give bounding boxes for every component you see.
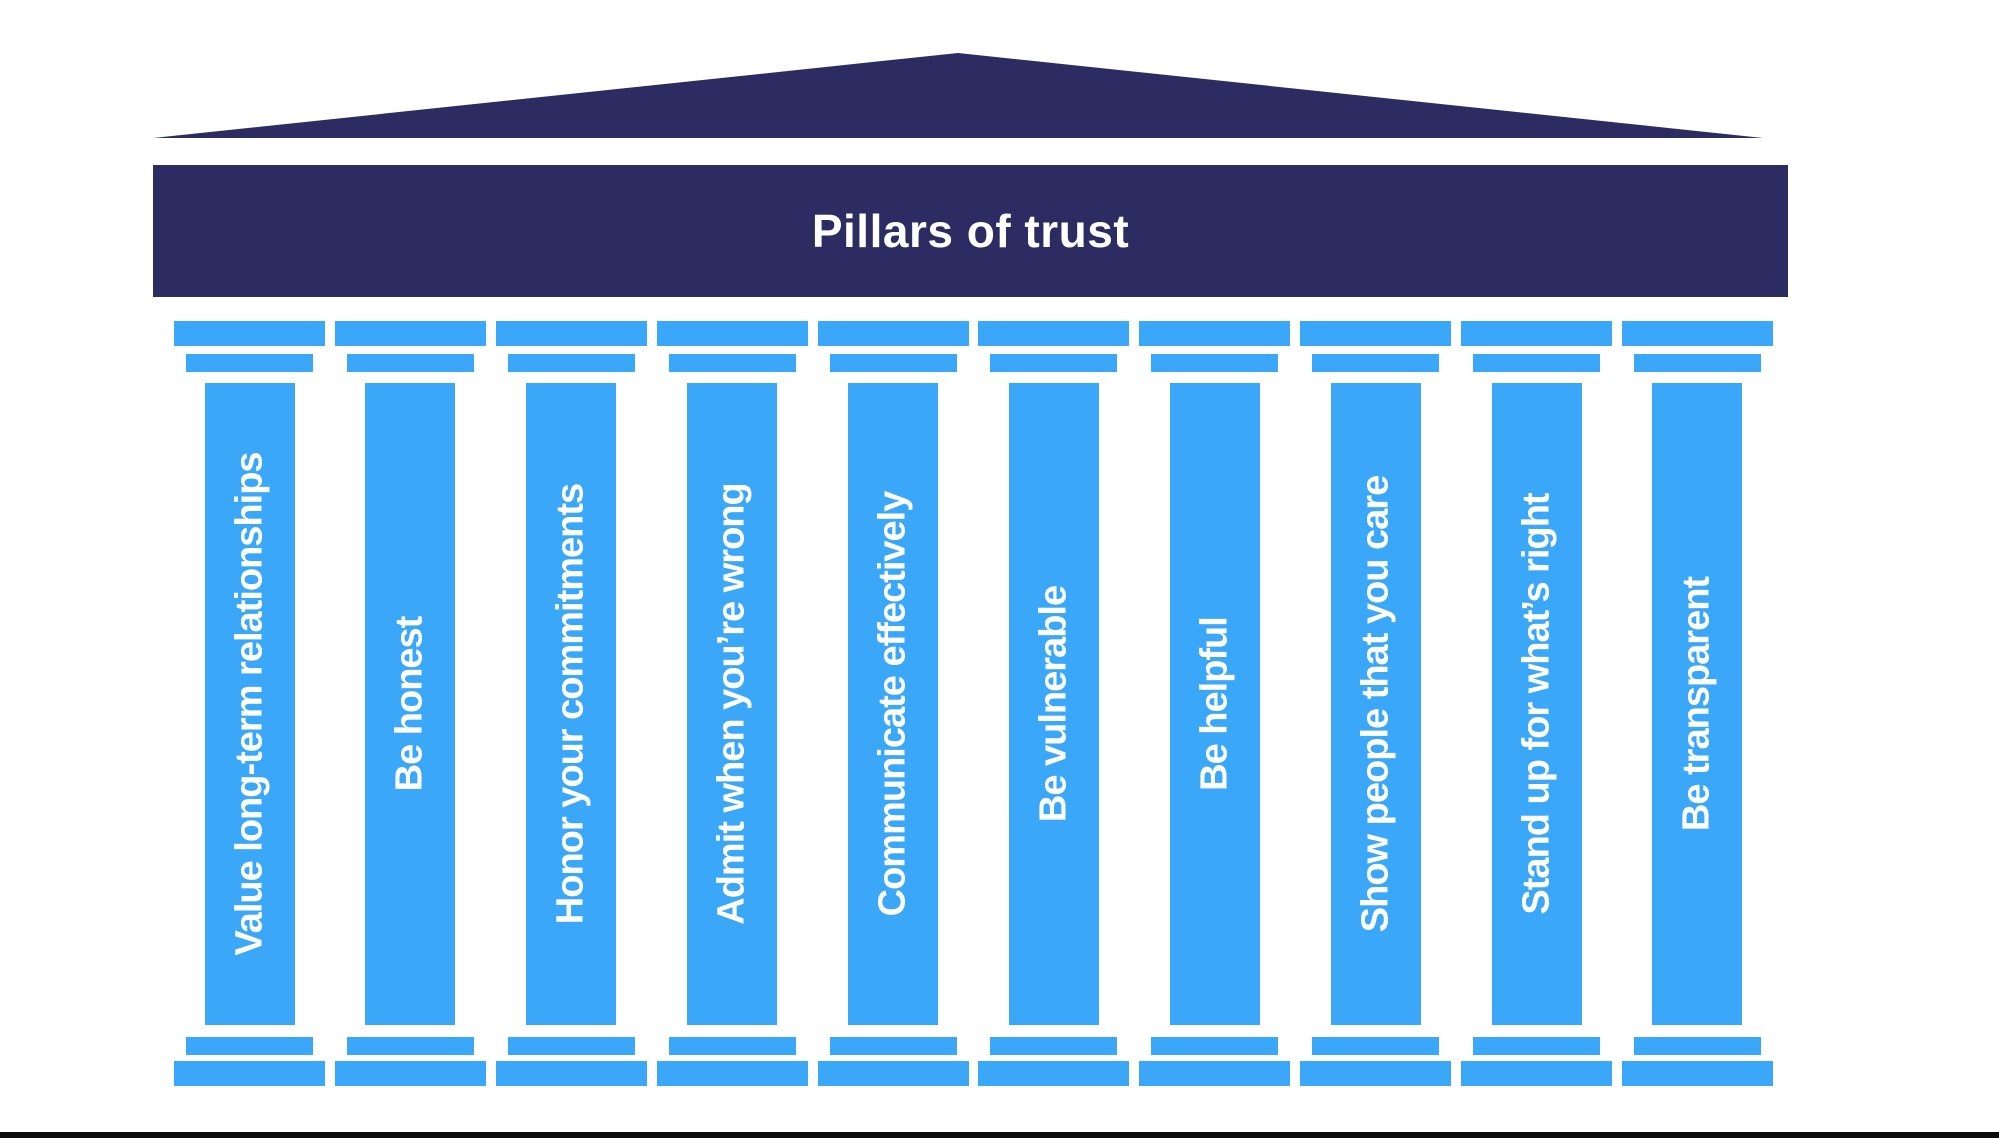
pillar-capital-top (1461, 321, 1612, 346)
pillar-label: Be honest (388, 616, 431, 792)
pillar-10: Be transparent (1621, 321, 1773, 1086)
pediment-roof (153, 53, 1763, 138)
pillar-4: Admit when you’re wrong (656, 321, 808, 1086)
pillar-capital-lower (1473, 354, 1600, 372)
pillar-capital-top (1300, 321, 1452, 346)
pillar-label: Show people that you care (1354, 475, 1397, 933)
pillar-capital-lower (1151, 354, 1279, 372)
entablature-title-band: Pillars of trust (153, 165, 1788, 297)
pillar-8: Show people that you care (1300, 321, 1452, 1086)
pillar-capital-lower (507, 354, 635, 372)
pillar-base-bottom (1300, 1061, 1452, 1086)
pillar-base-upper (1151, 1037, 1279, 1055)
pillar-base-bottom (1621, 1061, 1773, 1086)
pillar-capital-top (1621, 321, 1773, 346)
pillar-base-upper (668, 1037, 796, 1055)
pillar-capital-top (174, 321, 325, 346)
pillar-base-upper (1633, 1037, 1761, 1055)
pillar-shaft: Communicate effectively (848, 383, 938, 1025)
pillar-label: Admit when you’re wrong (710, 483, 753, 925)
pillar-base-upper (186, 1037, 313, 1055)
pillar-base-bottom (1461, 1061, 1612, 1086)
pillar-3: Honor your commitments (495, 321, 647, 1086)
pillar-7: Be helpful (1139, 321, 1291, 1086)
pillar-label: Be helpful (1193, 617, 1236, 791)
colonnade: Value long-term relationships Be honest … (174, 321, 1773, 1086)
pillar-shaft: Admit when you’re wrong (687, 383, 778, 1025)
pillar-capital-lower (1633, 354, 1761, 372)
pillar-base-bottom (334, 1061, 486, 1086)
pillar-base-upper (990, 1037, 1118, 1055)
pillar-label: Communicate effectively (871, 491, 914, 917)
bottom-rule (0, 1132, 1999, 1138)
pillar-shaft: Show people that you care (1330, 383, 1421, 1025)
pillar-shaft: Stand up for what’s right (1491, 383, 1582, 1025)
pillar-capital-lower (1312, 354, 1440, 372)
pillar-2: Be honest (334, 321, 486, 1086)
pillar-base-upper (829, 1037, 957, 1055)
pillar-capital-lower (990, 354, 1118, 372)
pillar-base-bottom (1139, 1061, 1291, 1086)
pillar-shaft: Be helpful (1169, 383, 1260, 1025)
pillar-capital-top (817, 321, 969, 346)
pillar-capital-lower (346, 354, 474, 372)
pillar-base-bottom (656, 1061, 808, 1086)
pillar-shaft: Be vulnerable (1008, 383, 1099, 1025)
pillar-capital-top (495, 321, 647, 346)
pillar-base-upper (507, 1037, 635, 1055)
pillar-capital-top (978, 321, 1130, 346)
pillar-5: Communicate effectively (817, 321, 969, 1086)
pillar-shaft: Be honest (365, 383, 456, 1025)
pillar-label: Be vulnerable (1032, 585, 1075, 823)
pillar-label: Be transparent (1675, 576, 1718, 832)
pillar-base-upper (1473, 1037, 1600, 1055)
pillar-capital-lower (186, 354, 313, 372)
pillar-base-bottom (495, 1061, 647, 1086)
pillar-label: Value long-term relationships (228, 452, 270, 956)
pillar-capital-top (1139, 321, 1291, 346)
pillar-label: Stand up for what’s right (1515, 493, 1557, 915)
pillar-base-bottom (174, 1061, 325, 1086)
pillar-base-bottom (978, 1061, 1130, 1086)
pillar-base-upper (346, 1037, 474, 1055)
pillar-capital-top (656, 321, 808, 346)
pillar-6: Be vulnerable (978, 321, 1130, 1086)
pillar-shaft: Value long-term relationships (204, 383, 295, 1025)
diagram-title: Pillars of trust (811, 205, 1130, 257)
pillar-base-bottom (817, 1061, 969, 1086)
pillar-label: Honor your commitments (549, 483, 592, 925)
pillar-shaft: Honor your commitments (526, 383, 617, 1025)
pillar-shaft: Be transparent (1652, 383, 1743, 1025)
pillar-base-upper (1312, 1037, 1440, 1055)
pillar-capital-lower (829, 354, 957, 372)
pillar-capital-lower (668, 354, 796, 372)
pillar-1: Value long-term relationships (174, 321, 325, 1086)
pillar-capital-top (334, 321, 486, 346)
pillar-9: Stand up for what’s right (1461, 321, 1612, 1086)
